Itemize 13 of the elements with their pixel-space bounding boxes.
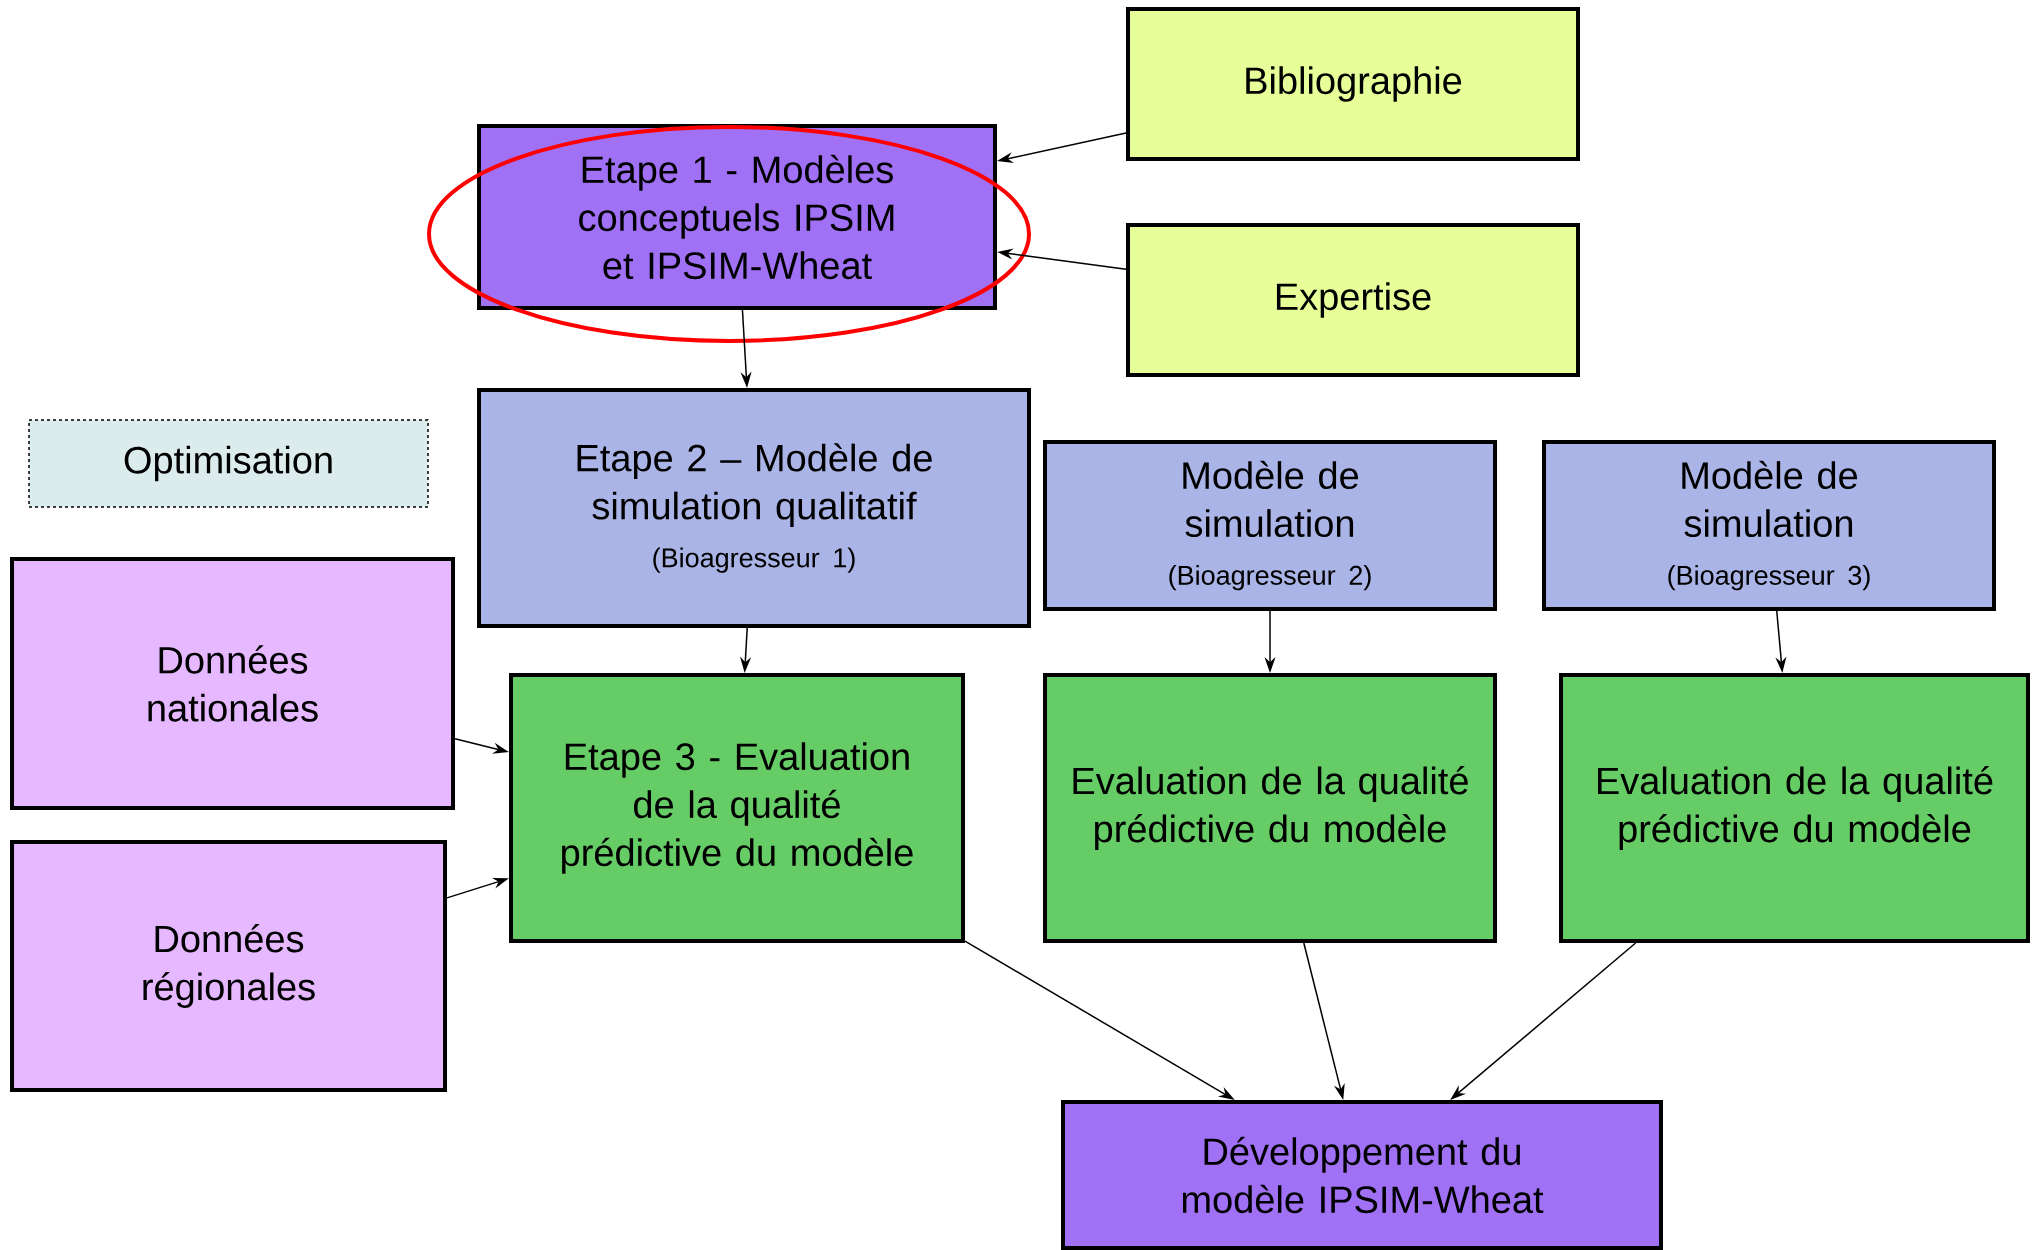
result-box: Développement du modèle IPSIM-Wheat (1061, 1100, 1663, 1250)
optimisation-box: Optimisation (28, 419, 429, 508)
data-box: Données régionales (10, 840, 447, 1092)
source-box: Bibliographie (1126, 7, 1580, 161)
model-box: Etape 2 – Modèle de simulation qualitatif (Bioagresseur 1) (477, 388, 1031, 628)
evaluation-box: Evaluation de la qualité prédictive du modèle (1043, 673, 1497, 943)
evaluation-box: Evaluation de la qualité prédictive du modèle (1559, 673, 2030, 943)
model-box: Modèle de simulation (Bioagresseur 3) (1542, 440, 1996, 611)
source-box: Expertise (1126, 223, 1580, 377)
evaluation-box: Etape 3 - Evaluation de la qualité prédictive du modèle (509, 673, 965, 943)
step-box: Etape 1 - Modèles conceptuels IPSIM et IPSIM-Wheat (477, 124, 997, 310)
model-box: Modèle de simulation (Bioagresseur 2) (1043, 440, 1497, 611)
data-box: Données nationales (10, 557, 455, 810)
